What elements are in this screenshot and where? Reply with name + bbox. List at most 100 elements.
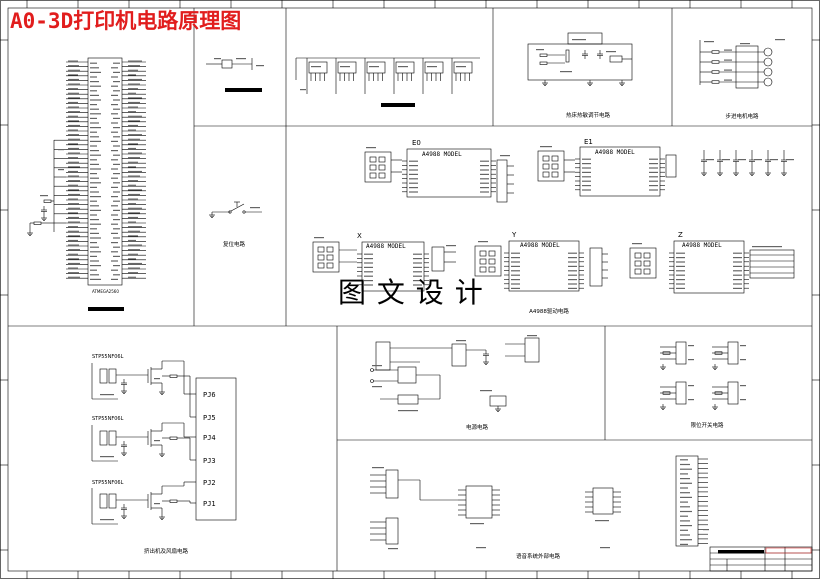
motor-terminal <box>763 47 773 57</box>
mcu-pin-name <box>90 251 101 253</box>
mcu-net-label <box>68 147 79 150</box>
jumper-pin <box>378 172 386 179</box>
driver-axis-e1: E1 <box>584 138 593 146</box>
tiny-label <box>738 159 746 161</box>
mcu-net-label <box>128 74 136 76</box>
jumper-block <box>312 241 340 273</box>
net-label <box>724 79 732 81</box>
module-pin-name <box>676 270 685 272</box>
module-pin-name <box>676 252 685 254</box>
mcu-pin-name <box>90 214 97 216</box>
mcu-net-label <box>68 78 79 81</box>
mcu-pin-name <box>90 205 99 207</box>
module-pin-name <box>480 165 489 167</box>
caption-power: 电源电路 <box>466 423 489 431</box>
mcu-net-label <box>128 134 142 136</box>
mcu-pin-name <box>90 145 97 147</box>
tiny-label <box>632 243 642 245</box>
tiny-label <box>688 359 694 361</box>
pin-header <box>308 61 328 74</box>
header-label <box>369 66 379 68</box>
module-pin-name <box>511 265 520 267</box>
module-pin-name <box>676 274 685 276</box>
tiny-label <box>606 51 616 53</box>
header-label <box>456 66 466 68</box>
mcu-pin-name <box>90 228 97 230</box>
mosfet-part-1: STP55NF06L <box>92 354 124 360</box>
jumper-pin <box>479 258 487 265</box>
mcu-pin-name <box>90 159 97 161</box>
mcu-pin-name <box>113 228 120 230</box>
module-pin-name <box>480 182 489 184</box>
mcu-pin-name <box>113 265 120 267</box>
module-pin-name <box>413 262 422 264</box>
module-pin-name <box>733 279 742 281</box>
mcu-net-label <box>68 249 80 251</box>
mcu-net-label <box>128 170 142 173</box>
mcu-net-label <box>68 106 79 108</box>
tiny-label <box>388 548 398 550</box>
mcu-pin-name <box>113 237 120 239</box>
module-pin-name <box>568 252 577 254</box>
mcu-pin-name <box>111 278 118 280</box>
mcu-net-label <box>128 166 136 168</box>
motor-terminal <box>763 57 773 67</box>
thermistor <box>609 55 623 63</box>
tiny-label <box>372 386 382 388</box>
tiny-label <box>740 399 746 401</box>
mcu-pin-name <box>113 71 120 73</box>
mcu-pin-name <box>90 274 99 276</box>
tiny-label <box>500 155 510 157</box>
mcu-pin-name <box>90 209 101 211</box>
mcu-net-label <box>68 157 78 159</box>
header-pin-name <box>680 529 688 531</box>
module-pin-name <box>364 262 373 264</box>
resistor <box>539 53 548 57</box>
mcu-pin-name <box>111 104 118 106</box>
tiny-label <box>775 39 785 41</box>
jumper-pin <box>488 250 496 257</box>
pin-header <box>453 61 473 74</box>
tiny-label <box>704 41 714 43</box>
tiny-label <box>214 58 221 60</box>
module-pin-name <box>733 261 742 263</box>
mcu-net-label <box>128 92 136 94</box>
tiny-label <box>740 385 746 387</box>
mcu-net-label <box>128 216 138 219</box>
module-pin-name <box>676 257 685 259</box>
mcu-net-label <box>128 60 142 62</box>
module-pin-name <box>511 279 520 281</box>
mcu-net-label <box>68 189 79 191</box>
module-pin-name <box>480 191 489 193</box>
mcu-pin-name <box>111 232 118 234</box>
jumper-pin <box>551 171 559 178</box>
driver-axis-y: Y <box>511 231 517 239</box>
mcu-pin-name <box>111 260 118 262</box>
mcu-pin-name <box>111 242 118 244</box>
driver-axis-e0: E0 <box>412 139 421 147</box>
mcu-net-label <box>68 180 80 182</box>
resistor <box>711 70 720 74</box>
crystal <box>221 59 233 69</box>
mcu-pin-name <box>113 108 120 110</box>
mcu-net-label <box>128 152 142 154</box>
motor-connector <box>735 45 759 89</box>
mcu-net-label <box>128 97 142 99</box>
jumper-pin <box>479 250 487 257</box>
mosfet-part-2: STP55NF06L <box>92 416 124 422</box>
endstop-header <box>727 341 739 365</box>
mcu-pin-name <box>111 223 118 225</box>
mcu-net-label <box>68 267 78 269</box>
jumper-pin <box>369 172 377 179</box>
module-pin-name <box>582 158 591 160</box>
tiny-label <box>58 169 64 171</box>
tiny-label <box>722 159 730 161</box>
port-connector <box>195 377 237 521</box>
watermark: 图 文 设 计 <box>338 276 484 309</box>
mcu-pin-name <box>113 246 120 248</box>
caption-heatbed: 热床热敏调节电路 <box>566 111 611 119</box>
jumper-pin <box>551 163 559 170</box>
mcu-net-label <box>128 69 138 71</box>
mcu-net-label <box>128 193 140 196</box>
module-pin-name <box>409 191 418 193</box>
